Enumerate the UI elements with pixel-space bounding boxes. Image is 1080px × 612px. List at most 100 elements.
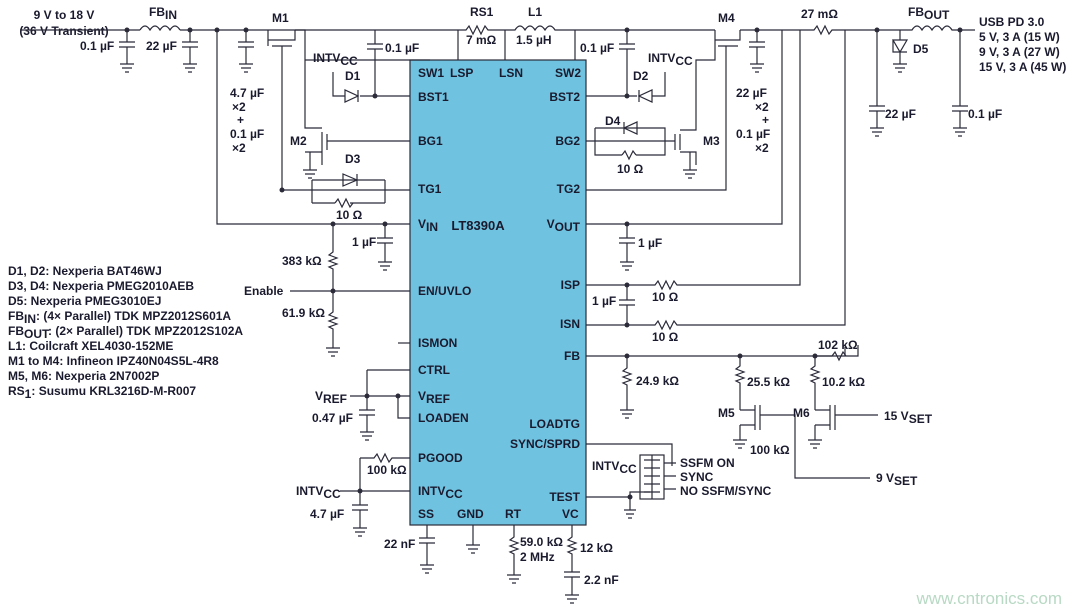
intvcc-3-label: INTVCC — [296, 484, 341, 501]
m4-label: M4 — [718, 11, 735, 25]
input-transient-label: (36 V Transient) — [19, 24, 108, 38]
bom-line-8: M5, M6: Nexperia 2N7002P — [8, 369, 159, 383]
rs1-label: RS1 — [470, 5, 494, 19]
pin-bg1: BG1 — [418, 134, 443, 148]
bom-line-9: RS1: Susumu KRL3216D-M-R007 — [8, 384, 196, 401]
cap-in-2 — [182, 30, 198, 73]
cap-out-bulk-label-4: 0.1 µF — [736, 127, 770, 141]
v9set-label: 9 VSET — [876, 471, 918, 488]
vout-net — [586, 30, 783, 225]
cap-in-2-label: 22 µF — [146, 39, 177, 53]
pin-vc: VC — [562, 507, 579, 521]
sync-label: SYNC — [680, 470, 714, 484]
fb-net — [586, 347, 846, 357]
d2-label: D2 — [633, 69, 649, 83]
mosfet-m3 — [674, 40, 716, 179]
cap-bst2 — [619, 30, 635, 96]
pin-sync-sprd: SYNC/SPRD — [510, 437, 580, 451]
cap-in-1-label: 0.1 µF — [80, 39, 114, 53]
r-255 — [734, 356, 746, 410]
l1-value: 1.5 µH — [516, 33, 552, 47]
usb-5v-label: 5 V, 3 A (15 W) — [979, 30, 1060, 44]
r-102 — [815, 345, 859, 362]
cap-in-bulk-label-3: + — [237, 113, 244, 127]
cap-ss-label: 22 nF — [384, 537, 415, 551]
isp-wire — [586, 279, 690, 291]
d1-label: D1 — [345, 69, 361, 83]
r-isp-label: 10 Ω — [652, 290, 679, 304]
fb-out-ferrite — [900, 25, 975, 32]
pgood-net — [359, 452, 410, 491]
cap-out-bulk-label-3: + — [762, 113, 769, 127]
cap-in-1 — [119, 30, 135, 73]
ic-name: LT8390A — [451, 218, 505, 233]
cap-intvcc-label: 4.7 µF — [310, 507, 344, 521]
pin-en-uvlo: EN/UVLO — [418, 284, 471, 298]
cap-is — [619, 285, 635, 325]
rs1-value: 7 mΩ — [466, 33, 497, 47]
isp-trace — [690, 30, 801, 286]
pin-rt: RT — [505, 507, 522, 521]
r-100k-label: 100 kΩ — [750, 443, 790, 457]
r-sense-out-label: 27 mΩ — [801, 7, 838, 21]
bom-line-3: D5: Nexperia PMEG3010EJ — [8, 294, 161, 308]
pin-intvcc: INTVCC — [418, 484, 463, 501]
pin-lsn: LSN — [499, 66, 523, 80]
r-102b-label: 10.2 kΩ — [822, 375, 865, 389]
cap-in-bulk-label-4: 0.1 µF — [230, 127, 264, 141]
cap-vin-label: 1 µF — [352, 235, 376, 249]
cap-usb-1-label: 22 µF — [885, 107, 916, 121]
sync-net — [586, 443, 673, 510]
r-vc — [564, 525, 580, 604]
cap-usb-2-label: 0.1 µF — [968, 107, 1002, 121]
intvcc-2-label: INTVCC — [648, 51, 693, 68]
pin-isn: ISN — [560, 317, 580, 331]
cap-out-bulk-label-2: ×2 — [755, 100, 769, 114]
m5-label: M5 — [718, 406, 735, 420]
l1-label: L1 — [528, 5, 542, 19]
cap-vref — [359, 396, 375, 441]
cap-vc-label: 2.2 nF — [584, 573, 619, 587]
m2-label: M2 — [290, 134, 307, 148]
bom-line-4: FBIN: (4× Parallel) TDK MPZ2012S601A — [8, 309, 231, 326]
diode-d5 — [891, 30, 909, 73]
pin-vin: VIN — [418, 217, 438, 234]
cap-out-bulk-label-1: 22 µF — [736, 86, 767, 100]
cap-in-bulk-label-5: ×2 — [232, 141, 246, 155]
pin-fb: FB — [564, 349, 580, 363]
jumper-pins — [644, 455, 660, 499]
m6-label: M6 — [793, 406, 810, 420]
d3-label: D3 — [345, 152, 361, 166]
junction — [330, 288, 336, 294]
cap-bst2-label: 0.1 µF — [580, 41, 614, 55]
cap-out-bulk — [749, 30, 765, 73]
fb-in-ferrite — [139, 25, 181, 32]
cap-in-bulk-label-1: 4.7 µF — [230, 86, 264, 100]
r-tg2 — [621, 149, 637, 161]
pin-ismon: ISMON — [418, 336, 457, 350]
d4-label: D4 — [605, 114, 621, 128]
r-en-top-label: 383 kΩ — [282, 254, 322, 268]
junction — [395, 393, 401, 399]
usb-9v-label: 9 V, 3 A (27 W) — [979, 45, 1060, 59]
usb-15v-label: 15 V, 3 A (45 W) — [979, 60, 1066, 74]
d5-label: D5 — [913, 42, 929, 56]
pin-sw1: SW1 — [418, 66, 444, 80]
usb-pd-label: USB PD 3.0 — [979, 15, 1045, 29]
r-en-bot-label: 61.9 kΩ — [282, 306, 325, 320]
cap-vout — [619, 224, 635, 271]
cap-is-label: 1 µF — [592, 294, 616, 308]
diode-d1 — [344, 89, 360, 103]
fb-in-label: FBIN — [149, 5, 177, 22]
sw2-wire — [574, 29, 715, 60]
pin-loaden: LOADEN — [418, 411, 469, 425]
v15set-label: 15 VSET — [884, 409, 933, 426]
cap-in-bulk — [238, 30, 254, 73]
pin-test: TEST — [549, 490, 580, 504]
junction — [624, 93, 630, 99]
pin-lsp: LSP — [450, 66, 473, 80]
diode-d4 — [622, 121, 638, 135]
ssfm-on-label: SSFM ON — [680, 456, 735, 470]
bom-line-5: FBOUT: (2× Parallel) TDK MPZ2012S102A — [8, 324, 243, 341]
bom-line-7: M1 to M4: Infineon IPZ40N04S5L-4R8 — [8, 354, 219, 368]
